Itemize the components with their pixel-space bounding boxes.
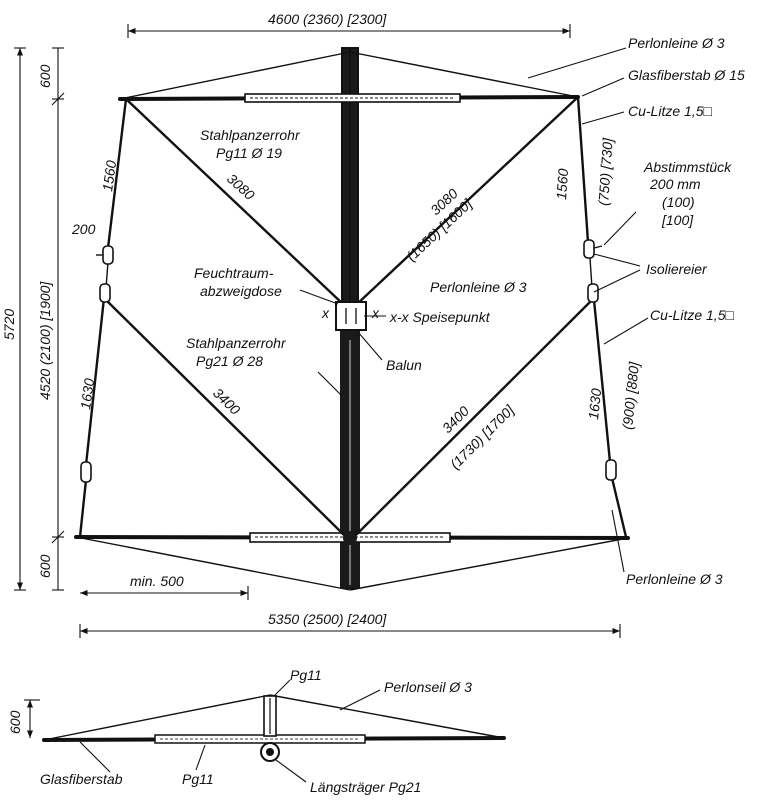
insulators xyxy=(80,239,617,483)
bottom-guy-height-label: 600 xyxy=(37,554,53,578)
insulators-label: Isoliereier xyxy=(646,261,708,277)
top-guy-height-label: 600 xyxy=(37,64,53,88)
steel-pipe-top-label-2: Pg11 Ø 19 xyxy=(216,145,282,161)
balun-label: Balun xyxy=(386,357,422,373)
side-pg11-bottom-label: Pg11 xyxy=(182,771,214,787)
feed-point-label: x-x Speisepunkt xyxy=(389,309,491,325)
steel-pipe-mid-label-1: Stahlpanzerrohr xyxy=(186,335,287,351)
top-perlon-guy xyxy=(119,51,579,100)
top-width-label: 4600 (2360) [2300] xyxy=(268,11,387,27)
right-lower-wire-alt-label: (900) [880] xyxy=(619,360,642,430)
feed-junction-box xyxy=(335,301,367,331)
antenna-wire-loop xyxy=(78,96,628,538)
cu-upper-label: Cu-Litze 1,5□ xyxy=(628,103,712,119)
side-perlon-label: Perlonseil Ø 3 xyxy=(384,679,472,695)
lower-diag-right-label: 3400 xyxy=(439,403,472,436)
steel-pipe-top-label-1: Stahlpanzerrohr xyxy=(200,127,301,143)
text-labels: 4600 (2360) [2300] 5350 (2500) [2400] mi… xyxy=(1,11,745,795)
right-upper-wire-alt-label: (750) [730] xyxy=(595,136,616,206)
side-glass-label: Glasfiberstab xyxy=(40,771,123,787)
perlon-bottom-label: Perlonleine Ø 3 xyxy=(626,571,723,587)
perlon-top-label: Perlonleine Ø 3 xyxy=(628,35,725,51)
tuning-stub-label-4: [100] xyxy=(661,212,694,228)
side-view xyxy=(24,679,506,783)
lower-diag-left-label: 3400 xyxy=(210,385,244,418)
boom-length-label: 4520 (2100) [1900] xyxy=(37,281,53,400)
bottom-width-label: 5350 (2500) [2400] xyxy=(268,611,387,627)
right-upper-wire-label: 1560 xyxy=(553,168,571,200)
feed-x-left: x xyxy=(321,305,330,321)
left-upper-wire-label: 1560 xyxy=(99,159,119,192)
bottom-glass-rod xyxy=(74,531,630,545)
upper-diag-left-label: 3080 xyxy=(224,170,258,203)
side-pg11-top-label: Pg11 xyxy=(290,667,322,683)
stub-left-label: 200 xyxy=(71,221,96,237)
side-boom-label: Längsträger Pg21 xyxy=(310,779,421,795)
junction-box-label-2: abzweigdose xyxy=(200,283,282,299)
top-glass-rod xyxy=(118,93,580,103)
tuning-stub-label-1: Abstimmstück xyxy=(643,159,732,175)
cu-lower-label: Cu-Litze 1,5□ xyxy=(650,307,734,323)
dimension-lines xyxy=(14,24,621,638)
glass-rod-label: Glasfiberstab Ø 15 xyxy=(628,67,745,83)
bottom-perlon-guy xyxy=(75,536,629,591)
side-height-label: 600 xyxy=(7,710,23,734)
junction-box-label-1: Feuchtraum- xyxy=(194,265,274,281)
tuning-stub-label-2: 200 mm xyxy=(649,176,701,192)
tuning-stub-label-3: (100) xyxy=(662,194,695,210)
perlon-mid-label: Perlonleine Ø 3 xyxy=(430,279,527,295)
feed-x-right: x xyxy=(371,305,380,321)
total-height-label: 5720 xyxy=(1,309,17,340)
leader-lines xyxy=(299,47,649,573)
steel-pipe-mid-label-2: Pg21 Ø 28 xyxy=(196,353,263,369)
min-offset-label: min. 500 xyxy=(130,573,184,589)
left-lower-wire-label: 1630 xyxy=(77,377,97,410)
tuning-stubs xyxy=(96,245,603,256)
right-lower-wire-label: 1630 xyxy=(585,387,604,420)
